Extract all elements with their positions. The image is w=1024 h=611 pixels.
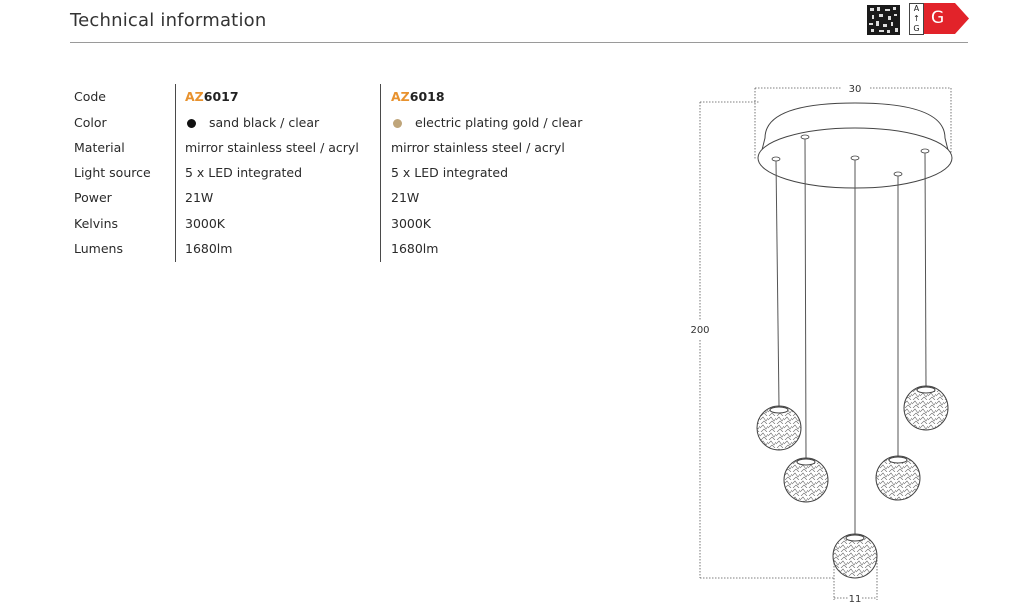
code-prefix: AZ: [391, 89, 410, 104]
energy-scale: A ↑ G: [909, 3, 924, 35]
code-prefix: AZ: [185, 89, 204, 104]
power-value: 21W: [185, 190, 214, 205]
height-dimension: [699, 101, 834, 579]
kelvins-value: 3000K: [185, 216, 226, 231]
globe-dimension-label: 11: [849, 594, 862, 605]
product-code: AZ6017: [185, 86, 239, 108]
row-label: Lumens: [74, 241, 123, 256]
kelvins-value: 3000K: [391, 216, 432, 231]
globe-pendant: [875, 455, 921, 501]
globe-pendant: [756, 405, 802, 451]
color-swatch-icon: [187, 119, 196, 128]
title-rule: [70, 42, 968, 43]
globe-pendant: [783, 457, 829, 503]
power-value: 21W: [391, 190, 420, 205]
color-value: sand black / clear: [209, 115, 320, 130]
material-value: mirror stainless steel / acryl: [391, 140, 565, 155]
product-code: AZ6018: [391, 86, 445, 108]
code-number: 6017: [203, 89, 239, 104]
globe-pendant: [903, 385, 949, 431]
color-value: electric plating gold / clear: [415, 115, 583, 130]
row-label: Power: [74, 190, 112, 205]
material-value: mirror stainless steel / acryl: [185, 140, 359, 155]
row-label: Color: [74, 115, 107, 130]
globe-pendants: [756, 385, 949, 579]
lumens-value: 1680lm: [185, 241, 233, 256]
globe-dimension: [833, 560, 878, 600]
light-source-value: 5 x LED integrated: [185, 165, 303, 180]
color-cell: sand black / clear: [185, 112, 319, 134]
light-source-value: 5 x LED integrated: [391, 165, 509, 180]
page-title: Technical information: [70, 10, 267, 31]
cable-anchors: [771, 134, 930, 177]
color-cell: electric plating gold / clear: [391, 112, 582, 134]
energy-scale-top: A: [913, 4, 920, 13]
code-number: 6018: [409, 89, 445, 104]
width-dimension: [754, 87, 952, 160]
row-label: Material: [74, 140, 125, 155]
globe-pendant: [832, 533, 878, 579]
suspension-cables: [775, 138, 927, 534]
energy-class-letter: G: [931, 8, 945, 28]
energy-scale-arrow: ↑: [913, 14, 920, 23]
row-label: Light source: [74, 165, 151, 180]
height-dimension-label: 200: [690, 325, 709, 336]
color-swatch-icon: [393, 119, 402, 128]
energy-scale-bottom: G: [913, 24, 920, 33]
width-dimension-label: 30: [849, 84, 862, 95]
lumens-value: 1680lm: [391, 241, 439, 256]
energy-class-badge: [924, 3, 969, 34]
column-divider: [175, 84, 176, 262]
row-label: Code: [74, 89, 107, 104]
qr-code-icon: [867, 5, 900, 35]
column-divider: [380, 84, 381, 262]
row-label: Kelvins: [74, 216, 119, 231]
